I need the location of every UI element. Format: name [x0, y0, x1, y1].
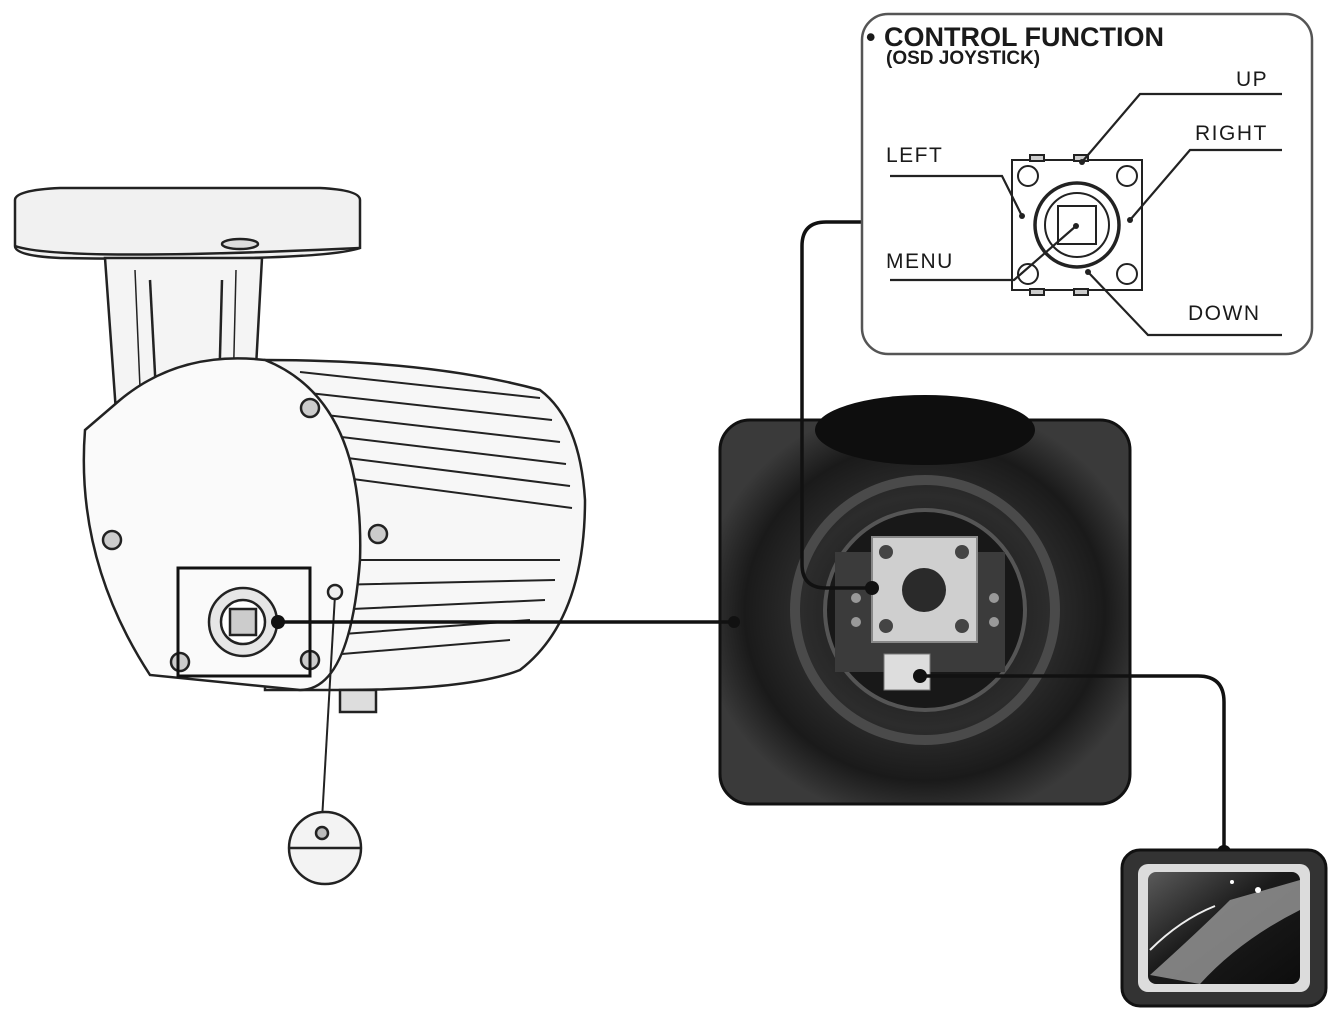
bullet-camera-illustration — [13, 186, 587, 886]
panel-bullet: • — [866, 22, 875, 52]
label-right: RIGHT — [1195, 122, 1268, 145]
panel-subtitle: (OSD JOYSTICK) — [886, 48, 1040, 69]
label-down: DOWN — [1188, 302, 1261, 325]
panel-title: CONTROL FUNCTION — [884, 22, 1164, 52]
label-up: UP — [1236, 68, 1268, 91]
connector-lines — [278, 220, 1226, 850]
control-function-panel: • CONTROL FUNCTION (OSD JOYSTICK) — [860, 12, 1314, 356]
camera-back-photo — [718, 395, 1132, 806]
monitor-thumbnail — [1120, 848, 1328, 1008]
label-menu: MENU — [886, 250, 954, 273]
label-left: LEFT — [886, 144, 943, 167]
leader-lines — [890, 92, 1282, 337]
joystick-switch-diagram — [1011, 154, 1143, 296]
